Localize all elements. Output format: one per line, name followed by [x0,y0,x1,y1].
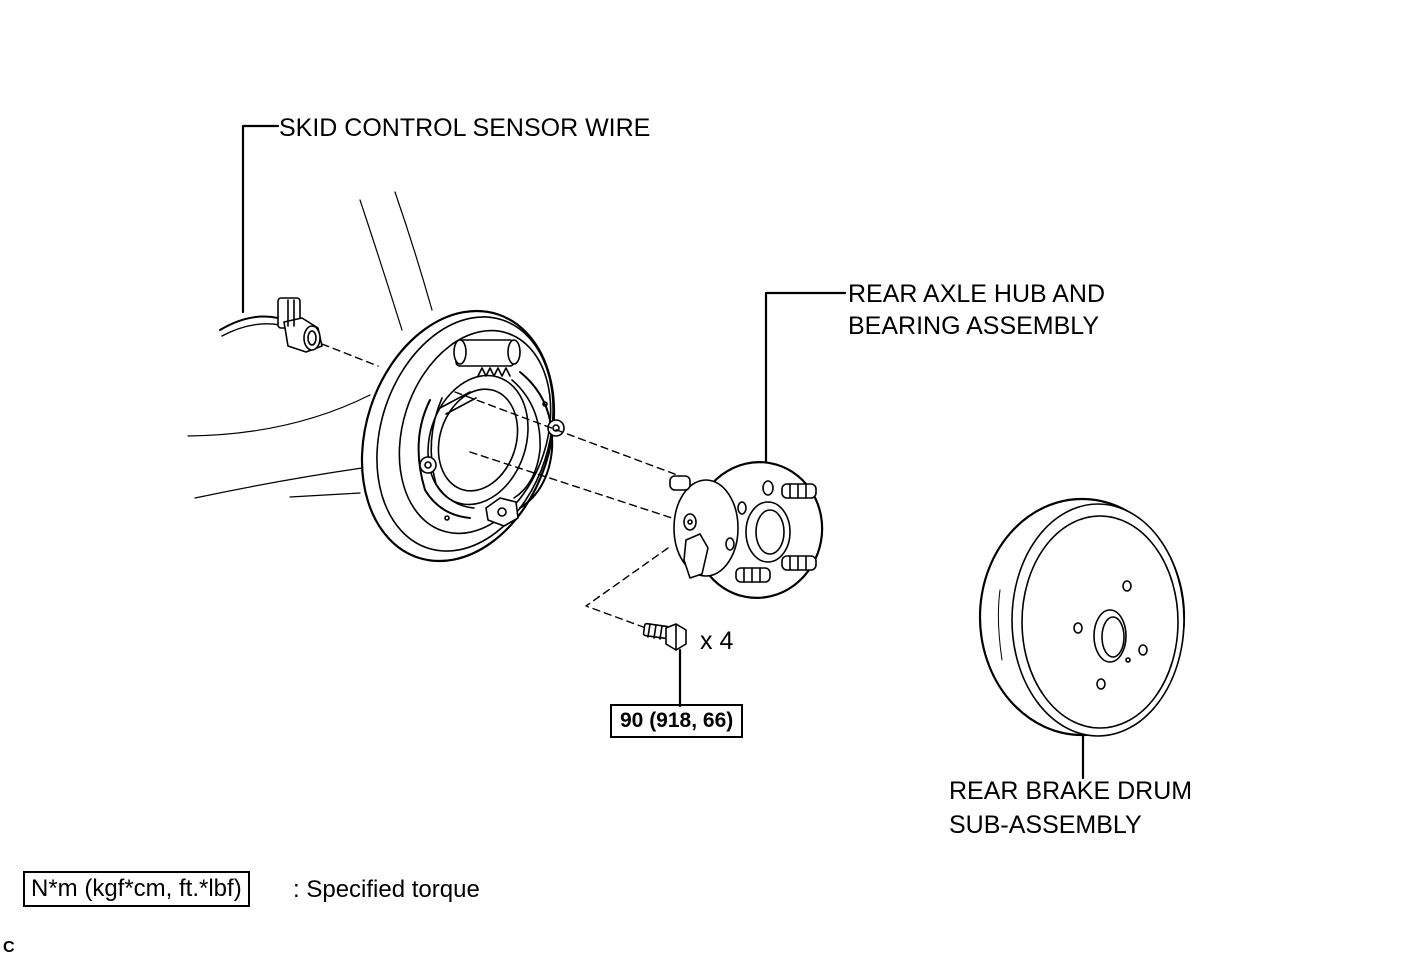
sensor-connector [219,297,323,353]
vehicle-body-lines [187,191,433,499]
hub-label-line2: BEARING ASSEMBLY [848,312,1100,340]
sensor-wire-leader [241,124,280,314]
assembly-guide-lines [321,343,681,629]
drum-label-line1: REAR BRAKE DRUM [949,777,1193,805]
hub-bolt [642,622,687,651]
axle-hub-assembly [669,461,824,599]
brake-drum [978,497,1186,737]
brake-backing-plate [360,309,565,563]
sensor-wire-label: SKID CONTROL SENSOR WIRE [279,114,651,142]
bolt-quantity: x 4 [700,627,734,655]
wheel-studs [669,475,817,583]
torque-legend-description: : Specified torque [293,876,480,903]
drum-label-line2: SUB-ASSEMBLY [949,811,1142,839]
hub-leader [764,291,847,464]
torque-spec-box: 90 (918, 66) [610,704,744,738]
torque-unit-legend-box: N*m (kgf*cm, ft.*lbf) [23,871,250,907]
corner-mark: C [3,939,15,956]
hub-label-line1: REAR AXLE HUB AND [848,280,1106,308]
